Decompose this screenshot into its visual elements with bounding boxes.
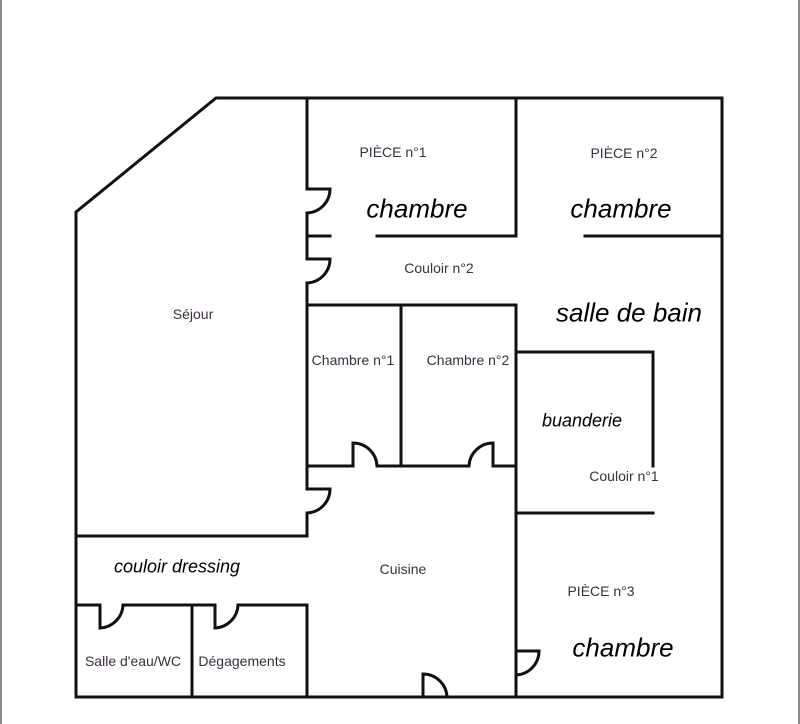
room-label-cuisine: Cuisine [379,561,427,577]
room-annotation-piece1: chambre [366,193,468,224]
room-label-salle-eau: Salle d'eau/WC [84,653,182,669]
chambre1-south-wall [305,441,518,468]
piece1-east-wall [375,96,518,238]
salle-eau-north-wall [74,603,309,699]
sejour-south-wall [74,511,309,538]
door-cuisine-south [421,672,449,699]
room-label-piece2: PIÈCE n°2 [590,145,658,161]
room-label-piece1: PIÈCE n°1 [359,144,427,160]
door-piece1 [305,187,332,215]
door-cuisine-west [305,487,332,515]
room-annotation-piece3: chambre [572,632,674,663]
room-label-couloir2: Couloir n°2 [404,260,474,276]
buanderie-wall [514,350,655,468]
room-label-sejour: Séjour [172,306,214,322]
room-label-chambre2: Chambre n°2 [426,352,510,368]
door-couloir2 [305,257,332,285]
room-annotation-buanderie: buanderie [541,410,623,431]
room-label-chambre1: Chambre n°1 [311,352,395,368]
outer-wall [74,96,724,699]
room-label-piece3: PIÈCE n°3 [567,583,635,599]
room-annotation-couloir-dressing: couloir dressing [113,556,241,577]
room-annotation-piece2: chambre [570,193,672,224]
door-piece3 [514,649,541,677]
room-label-couloir1: Couloir n°1 [589,468,659,484]
room-annotation-salle-de-bain: salle de bain [556,297,702,328]
chambres-north-wall [305,303,518,699]
room-label-degagements: Dégagements [198,653,286,669]
